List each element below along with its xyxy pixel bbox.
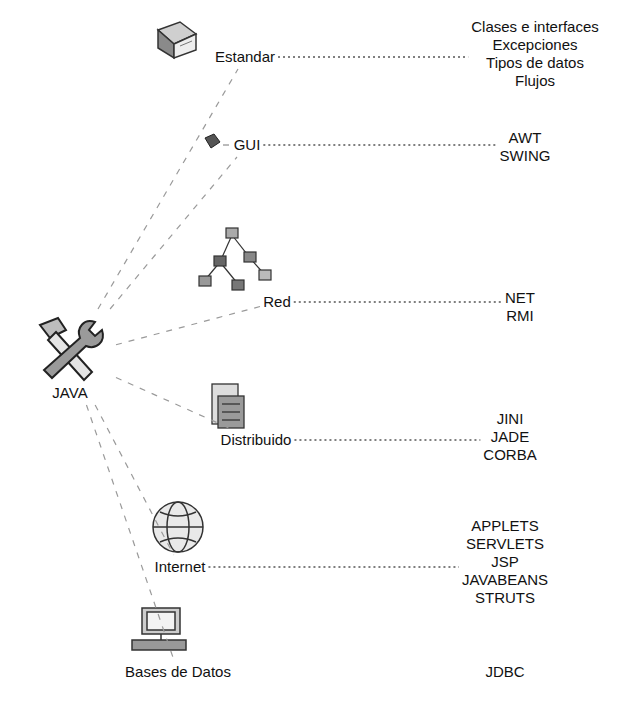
category-label: Bases de Datos — [122, 660, 234, 684]
node-label: Internet — [155, 558, 206, 576]
tech-item: Flujos — [471, 72, 599, 90]
tech-item: Tipos de datos — [471, 54, 599, 72]
branch-line — [116, 306, 260, 344]
tech-item: CORBA — [483, 446, 536, 464]
category-label: GUI — [231, 133, 264, 157]
building-icon — [212, 384, 244, 428]
tech-item: AWT — [500, 129, 551, 147]
tech-item: JINI — [483, 410, 536, 428]
java-hub: JAVA — [24, 309, 116, 405]
tech-item: JSP — [462, 553, 548, 571]
node-label: JAVA — [52, 384, 87, 402]
node-label: Red — [263, 293, 291, 311]
tech-list: Clases e interfacesExcepcionesTipos de d… — [468, 15, 602, 93]
category-label: Red — [260, 290, 294, 314]
tech-item: JDBC — [485, 663, 524, 681]
tech-list: APPLETSSERVLETSJSPJAVABEANSSTRUTS — [459, 514, 551, 610]
branch-line — [116, 378, 229, 428]
tech-item: STRUTS — [462, 589, 548, 607]
node-label: Distribuido — [221, 431, 292, 449]
gui-icon — [205, 134, 229, 148]
tools-icon — [40, 318, 103, 380]
category-label: Internet — [152, 555, 209, 579]
tech-list: JINIJADECORBA — [480, 407, 539, 467]
branch-line — [95, 405, 174, 555]
dotted-connector — [208, 566, 458, 567]
globe-icon — [153, 502, 203, 552]
node-label: Estandar — [215, 48, 275, 66]
dotted-connector — [278, 56, 468, 57]
node-label: Bases de Datos — [125, 663, 231, 681]
branch-line — [110, 157, 237, 309]
network-icon — [199, 228, 271, 290]
tech-list: NETRMI — [502, 286, 538, 328]
tech-item: JADE — [483, 428, 536, 446]
tech-item: Clases e interfaces — [471, 18, 599, 36]
dotted-connector — [294, 439, 480, 440]
tech-item: SWING — [500, 147, 551, 165]
branch-line — [86, 405, 173, 660]
tech-list: AWTSWING — [497, 126, 554, 168]
branch-line — [98, 69, 238, 309]
category-label: Estandar — [212, 45, 278, 69]
tech-item: RMI — [505, 307, 535, 325]
category-label: Distribuido — [218, 428, 295, 452]
tech-item: APPLETS — [462, 517, 548, 535]
tech-list: JDBC — [482, 660, 527, 684]
node-label: GUI — [234, 136, 261, 154]
dotted-connector — [294, 301, 502, 302]
book-icon — [158, 22, 196, 58]
dotted-connector — [263, 144, 496, 145]
tech-item: NET — [505, 289, 535, 307]
tech-item: SERVLETS — [462, 535, 548, 553]
tech-item: JAVABEANS — [462, 571, 548, 589]
tech-item: Excepciones — [471, 36, 599, 54]
computer-icon — [132, 608, 186, 650]
